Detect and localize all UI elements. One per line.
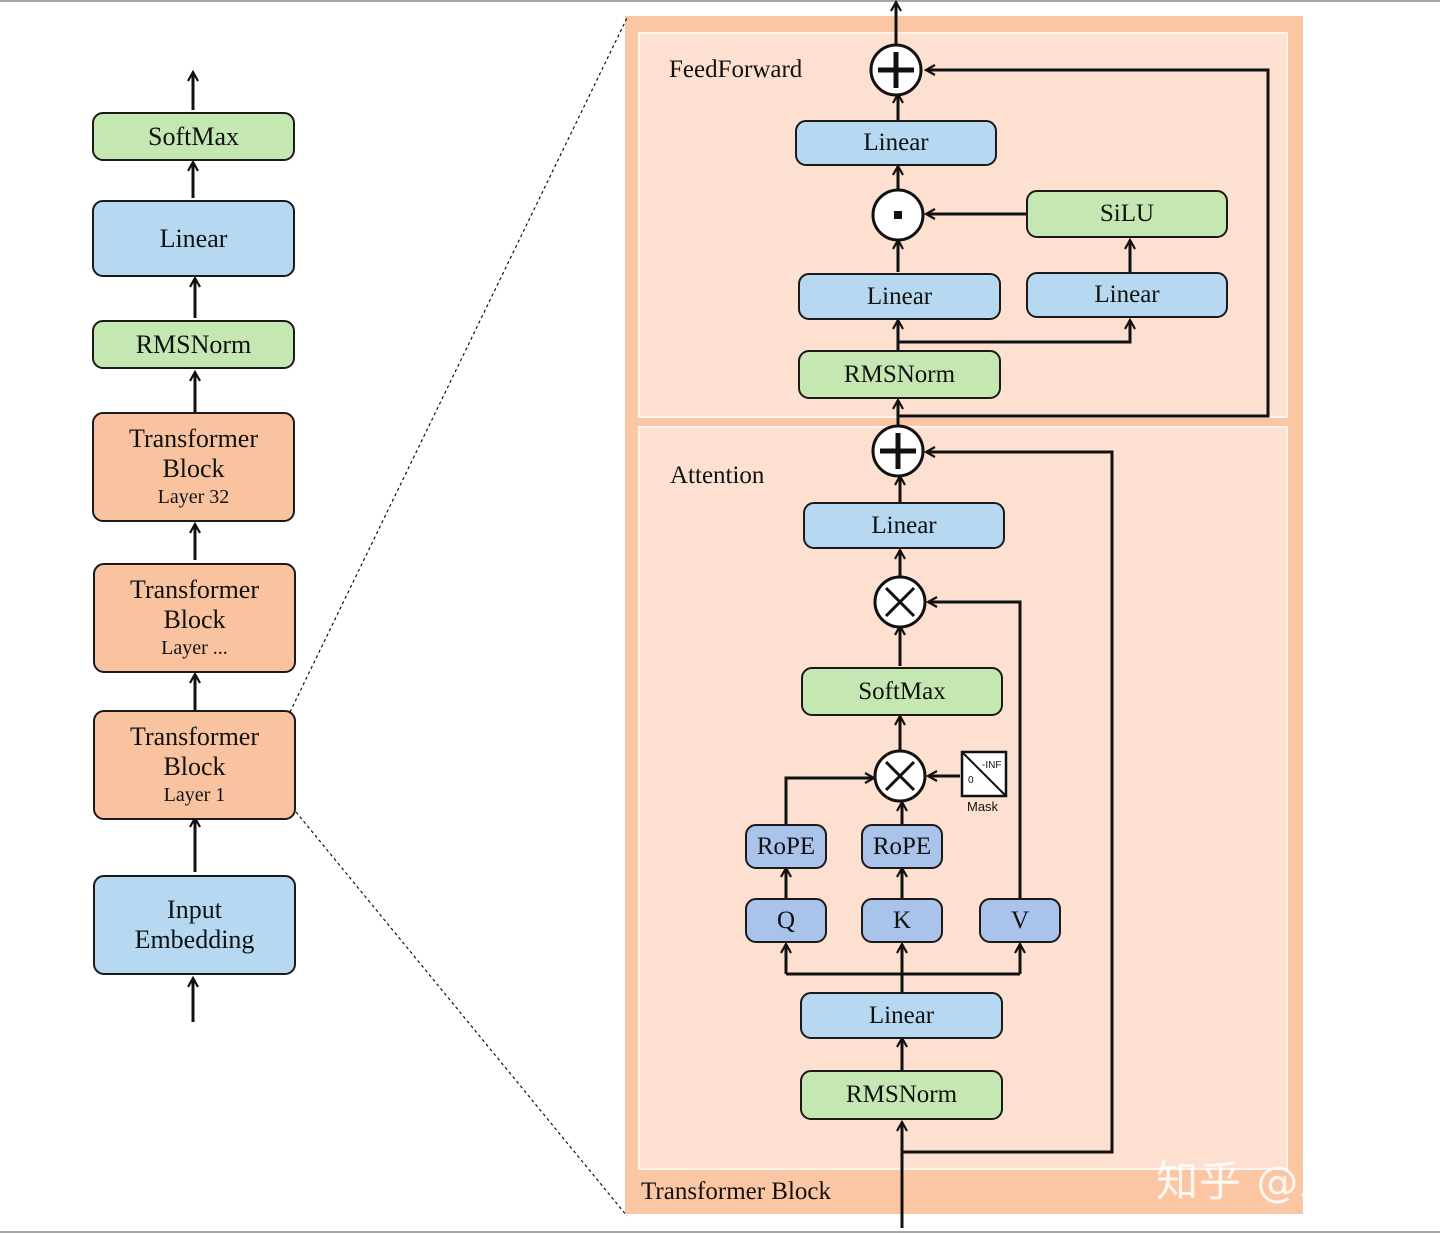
transformer-block-layer-32: Transformer Block Layer 32 <box>92 412 295 522</box>
attn-v-box: V <box>979 898 1061 943</box>
mask-icon <box>960 750 1008 798</box>
attn-k-box: K <box>861 898 943 943</box>
transformer-block-layer-mid: Transformer Block Layer ... <box>93 563 296 673</box>
attn-v-label: V <box>1010 906 1030 934</box>
left-softmax-box: SoftMax <box>92 112 295 161</box>
attention-panel <box>638 426 1288 1170</box>
attn-matmul-v-operator <box>873 575 927 629</box>
attn-linear-in-label: Linear <box>868 1001 935 1029</box>
input-embedding-line1: Input <box>167 895 222 924</box>
ff-add-operator <box>869 43 923 97</box>
attn-q-box: Q <box>745 898 827 943</box>
left-linear-label: Linear <box>159 223 228 253</box>
attn-rmsnorm-label: RMSNorm <box>845 1081 958 1108</box>
attn-add-operator <box>871 424 925 478</box>
ff-linear-right-label: Linear <box>1094 281 1160 308</box>
input-embedding-line2: Embedding <box>134 925 255 954</box>
attn-rope-k-label: RoPE <box>872 832 932 860</box>
attn-rmsnorm-box: RMSNorm <box>800 1070 1003 1120</box>
block-32-title: Transformer <box>128 424 259 453</box>
attention-title: Attention <box>670 462 765 489</box>
ff-linear-left-box: Linear <box>798 273 1001 320</box>
block-1-title: Transformer <box>129 722 260 751</box>
attn-k-label: K <box>892 906 912 934</box>
block-32-title2: Block <box>162 454 225 483</box>
ff-linear-out-box: Linear <box>795 120 997 166</box>
ff-linear-left-label: Linear <box>866 282 933 310</box>
ff-linear-out-label: Linear <box>863 129 929 156</box>
mask-label: Mask <box>967 799 999 814</box>
left-linear-box: Linear <box>92 200 295 277</box>
block-32-layer: Layer 32 <box>157 486 230 508</box>
attn-q-label: Q <box>776 906 796 934</box>
transformer-block-caption: Transformer Block <box>641 1178 832 1205</box>
ff-silu-label: SiLU <box>1099 200 1155 227</box>
attn-rope-k-box: RoPE <box>861 824 943 869</box>
attn-linear-out-box: Linear <box>803 502 1005 549</box>
block-mid-title2: Block <box>163 605 226 634</box>
attn-rope-q-label: RoPE <box>756 832 816 860</box>
attn-linear-out-label: Linear <box>871 511 937 539</box>
feedforward-title: FeedForward <box>669 56 803 83</box>
block-1-title2: Block <box>163 752 226 781</box>
block-1-layer: Layer 1 <box>163 784 226 806</box>
ff-rmsnorm-box: RMSNorm <box>798 350 1001 399</box>
attn-linear-in-box: Linear <box>800 992 1003 1039</box>
ff-rmsnorm-label: RMSNorm <box>843 360 956 388</box>
ff-silu-box: SiLU <box>1026 190 1228 238</box>
attn-softmax-box: SoftMax <box>801 667 1003 716</box>
transformer-block-layer-1: Transformer Block Layer 1 <box>93 710 296 820</box>
left-rmsnorm-label: RMSNorm <box>135 329 252 359</box>
ff-multiply-dot-operator <box>871 188 925 242</box>
attn-matmul-qk-operator <box>873 749 927 803</box>
left-softmax-label: SoftMax <box>148 121 239 151</box>
input-embedding-box: Input Embedding <box>93 875 296 975</box>
zhihu-watermark: 知乎 @Xode <box>1156 1157 1411 1206</box>
attn-softmax-label: SoftMax <box>858 677 946 705</box>
left-rmsnorm-box: RMSNorm <box>92 320 295 369</box>
block-mid-layer: Layer ... <box>161 637 228 659</box>
mask-inf-label: -INF <box>982 760 1002 771</box>
ff-linear-right-box: Linear <box>1026 272 1228 318</box>
mask-zero-label: 0 <box>968 775 974 786</box>
attn-rope-q-box: RoPE <box>745 824 827 869</box>
block-mid-title: Transformer <box>129 575 260 604</box>
